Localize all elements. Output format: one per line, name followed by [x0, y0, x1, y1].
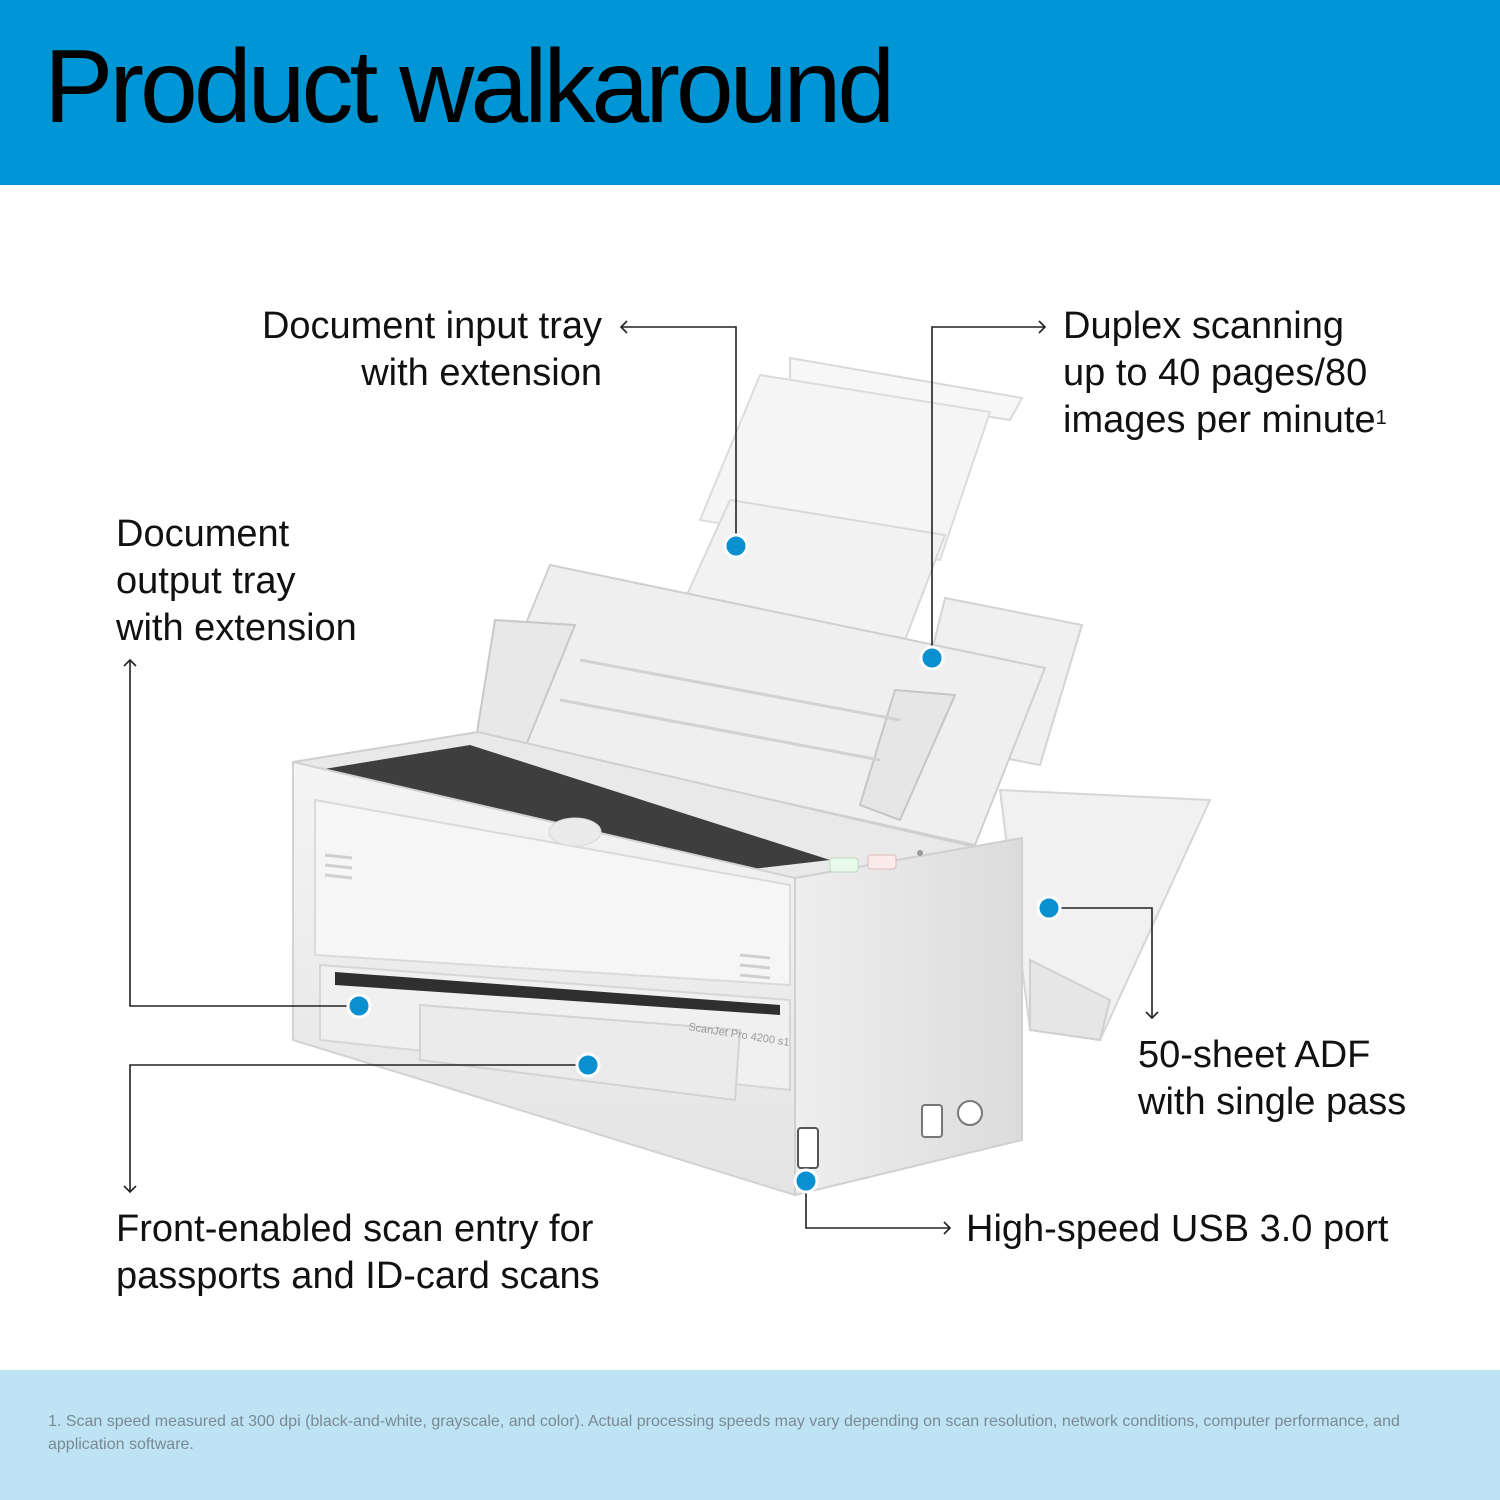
input-tray-marker [723, 533, 749, 559]
callout-text: with extension [361, 352, 602, 394]
adf-leader [1049, 907, 1153, 1018]
front-entry-callout: Front-enabled scan entry for passports a… [116, 1206, 600, 1300]
front-usb-port-icon [797, 1127, 819, 1169]
footnote-mark: 1 [1375, 407, 1387, 429]
callout-text: with single pass [1138, 1081, 1407, 1123]
page-title: Product walkaround [44, 29, 895, 145]
adf-callout: 50-sheet ADF with single pass [1138, 1032, 1406, 1126]
front-entry-leader [129, 1064, 588, 1192]
callout-text: High-speed USB 3.0 port [966, 1208, 1389, 1250]
usb-marker [793, 1168, 819, 1194]
footer-band: 1. Scan speed measured at 300 dpi (black… [0, 1370, 1500, 1500]
input-tray-leader [622, 326, 737, 546]
callout-text: Document input tray [261, 305, 602, 347]
adf-marker [1036, 895, 1062, 921]
power-jack-icon [957, 1100, 983, 1126]
output-tray-callout: Document output tray with extension [116, 511, 357, 652]
duplex-leader [931, 326, 1045, 658]
front-entry-marker [575, 1052, 601, 1078]
scanner-body [292, 730, 1023, 1197]
callout-text: up to 40 pages/80 [1063, 352, 1368, 394]
callout-text: 50-sheet ADF [1138, 1034, 1371, 1076]
callout-text: images per minute [1063, 399, 1376, 441]
usb-callout: High-speed USB 3.0 port [966, 1206, 1388, 1253]
callout-text: Duplex scanning [1063, 305, 1344, 347]
callout-text: passports and ID-card scans [116, 1255, 600, 1297]
header-banner: Product walkaround [0, 0, 1500, 185]
rear-usb-port-icon [921, 1104, 943, 1138]
callout-text: output tray [116, 560, 296, 602]
callout-text: with extension [116, 607, 357, 649]
output-tray-leader [129, 660, 359, 1007]
marker-dots [346, 533, 1062, 1194]
hp-logo-icon [548, 817, 602, 847]
leader-lines [123, 320, 1159, 1235]
footnote: 1. Scan speed measured at 300 dpi (black… [48, 1413, 1400, 1453]
usb-leader [805, 1181, 950, 1229]
output-tray-extension [998, 788, 1212, 1042]
input-tray-callout: Document input tray with extension [262, 303, 602, 397]
output-tray-marker [346, 993, 372, 1019]
callout-text: Document [116, 513, 290, 555]
callout-text: Front-enabled scan entry for [116, 1208, 594, 1250]
duplex-marker [919, 645, 945, 671]
duplex-callout: Duplex scanning up to 40 pages/80 images… [1063, 303, 1387, 444]
